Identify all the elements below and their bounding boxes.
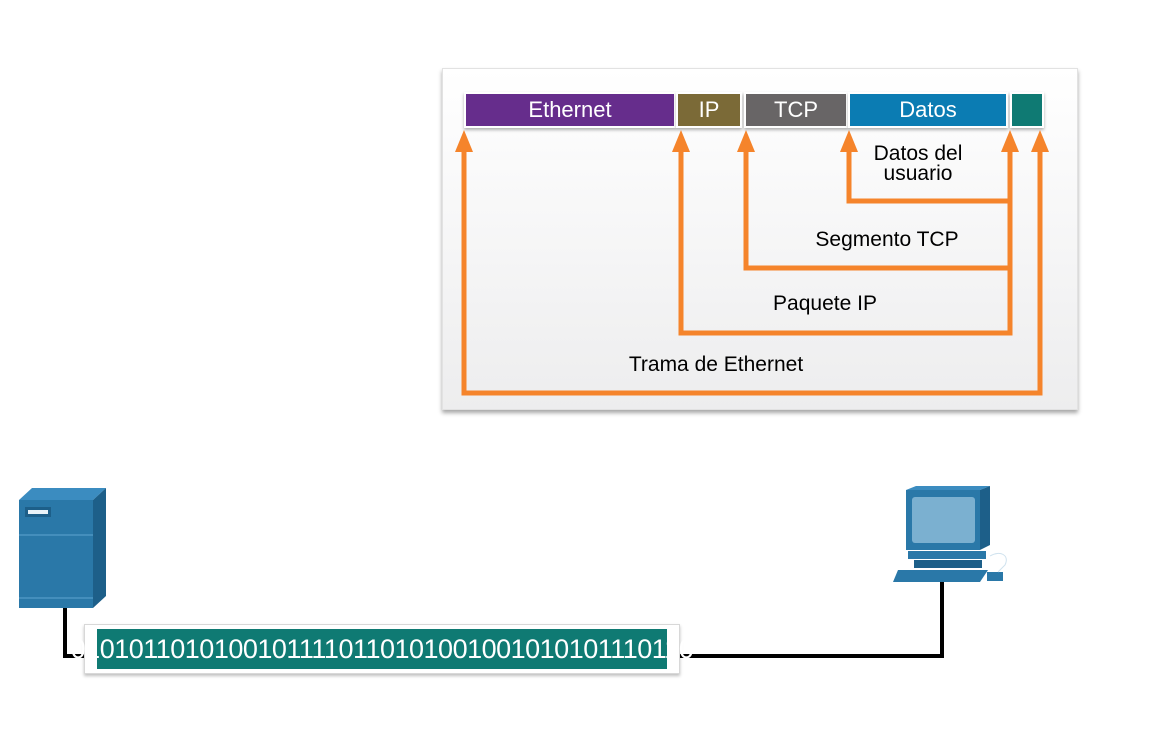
arrowhead-4: [840, 130, 858, 152]
arrowhead-6: [1031, 130, 1049, 152]
arrowhead-2: [672, 130, 690, 152]
segment-tcp: TCP: [744, 92, 848, 128]
arrow-user-data: [846, 145, 1008, 204]
label-user-data: Datos del usuario: [873, 142, 963, 185]
label-ip-packet: Paquete IP: [773, 292, 877, 315]
arrowhead-5: [1001, 130, 1019, 152]
arrowhead-3: [737, 130, 755, 152]
arrow-ip-packet: [678, 145, 1013, 336]
desktop-pc-icon: [893, 486, 1007, 582]
segment-datos: Datos: [848, 92, 1008, 128]
server-icon: [19, 488, 106, 608]
bitstream-box: 0101011010100101111011010100100101010111…: [71, 624, 694, 674]
label-tcp-segment: Segmento TCP: [815, 228, 959, 251]
cable-pc: [678, 582, 944, 658]
arrow-ethernet-frame: [461, 145, 1043, 396]
arrowhead-1: [455, 130, 473, 152]
segment-trailer: [1010, 92, 1044, 128]
bitstream-text: 0101011010100101111011010100100101010111…: [71, 629, 694, 669]
arrow-tcp-segment: [743, 145, 1008, 271]
segment-ethernet: Ethernet: [464, 92, 676, 128]
segment-ip: IP: [676, 92, 742, 128]
label-ethernet-frame: Trama de Ethernet: [628, 353, 804, 376]
cable-server: [63, 605, 86, 658]
